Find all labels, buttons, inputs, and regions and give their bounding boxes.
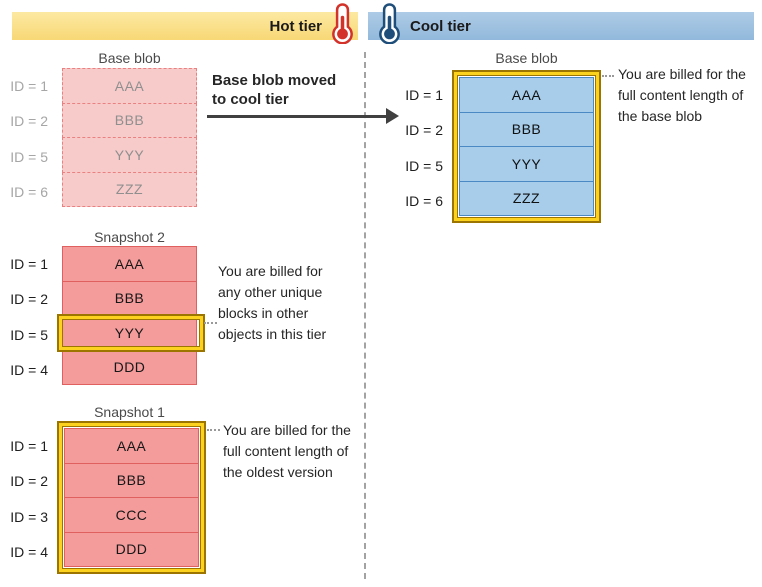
row-id-label: ID = 3 [10,508,48,525]
cool-tier-bar: Cool tier [368,12,754,40]
note-line: blocks in other [218,305,309,321]
row-id-label: ID = 1 [10,437,48,454]
row-id-label: ID = 5 [10,326,48,343]
note-line: You are billed for [218,263,323,279]
cool-base-blob-billing-frame: AAA BBB YYY ZZZ [452,70,601,223]
cool-thermometer-icon [376,2,403,49]
snapshot-2-note-leader-line [204,322,217,324]
snapshot-2-title: Snapshot 2 [94,229,165,245]
block-cell: YYY [62,315,197,351]
block-cell: CCC [64,497,199,533]
note-line: full content length of [223,443,349,459]
row-id-label: ID = 6 [10,184,48,201]
snapshot-1-title: Snapshot 1 [94,404,165,420]
note-line: the oldest version [223,464,333,480]
row-id-label: ID = 1 [10,77,48,94]
block-cell: YYY [62,137,197,173]
row-id-label: ID = 6 [405,193,443,210]
block-cell: BBB [459,111,594,147]
block-cell: DDD [62,349,197,385]
cool-base-blob-id-column: ID = 1 ID = 2 ID = 5 ID = 6 [395,77,445,219]
note-line: objects in this tier [218,326,327,342]
hot-tier-label: Hot tier [269,17,323,35]
block-cell: ZZZ [62,171,197,207]
cool-base-blob-title: Base blob [495,50,558,66]
cool-base-blob-note-leader-line [602,75,614,77]
move-annotation: Base blob moved to cool tier [212,71,336,109]
row-id-label: ID = 1 [405,86,443,103]
row-id-label: ID = 2 [10,291,48,308]
row-id-label: ID = 4 [10,544,48,561]
block-cell: ZZZ [459,180,594,216]
block-cell: AAA [459,77,594,113]
hot-base-blob-table: AAA BBB YYY ZZZ [62,68,197,207]
move-arrow-line [207,115,388,118]
cool-base-blob-billing-note: You are billed for the full content leng… [618,64,746,127]
block-cell: DDD [64,531,199,567]
snapshot-1-billing-frame: AAA BBB CCC DDD [57,421,206,574]
move-arrow-head-icon [386,108,399,124]
block-cell: AAA [62,68,197,104]
snapshot-1-note-leader-line [207,429,220,431]
note-line: any other unique [218,284,323,300]
note-line: full content length of [618,87,744,103]
row-id-label: ID = 5 [10,148,48,165]
hot-thermometer-icon [329,2,356,49]
snapshot-1-id-column: ID = 1 ID = 2 ID = 3 ID = 4 [0,428,50,570]
note-line: You are billed for the [618,66,746,82]
block-cell: YYY [459,146,594,182]
cool-tier-label: Cool tier [410,17,471,35]
block-cell: BBB [64,462,199,498]
move-annotation-line: Base blob moved [212,72,337,89]
block-cell: AAA [64,428,199,464]
row-id-label: ID = 2 [405,122,443,139]
cool-base-blob-table: AAA BBB YYY ZZZ [459,77,594,216]
row-id-label: ID = 4 [10,362,48,379]
snapshot-1-table: AAA BBB CCC DDD [64,428,199,567]
row-id-label: ID = 1 [10,255,48,272]
block-cell: BBB [62,102,197,138]
hot-base-blob-title: Base blob [98,50,161,66]
block-cell: BBB [62,280,197,316]
hot-base-blob-id-column: ID = 1 ID = 2 ID = 5 ID = 6 [0,68,50,210]
row-id-label: ID = 2 [10,473,48,490]
snapshot-2-id-column: ID = 1 ID = 2 ID = 5 ID = 4 [0,246,50,388]
move-annotation-line: to cool tier [212,91,289,108]
snapshot-2-table: AAA BBB YYY DDD [62,246,197,385]
hot-tier-bar: Hot tier [12,12,358,40]
block-cell: AAA [62,246,197,282]
snapshot-2-billing-note: You are billed for any other unique bloc… [218,261,326,345]
row-id-label: ID = 5 [405,157,443,174]
note-line: the base blob [618,108,703,124]
snapshot-1-billing-note: You are billed for the full content leng… [223,420,351,483]
row-id-label: ID = 2 [10,113,48,130]
note-line: You are billed for the [223,422,351,438]
tier-separator-dashed-line [364,52,366,579]
